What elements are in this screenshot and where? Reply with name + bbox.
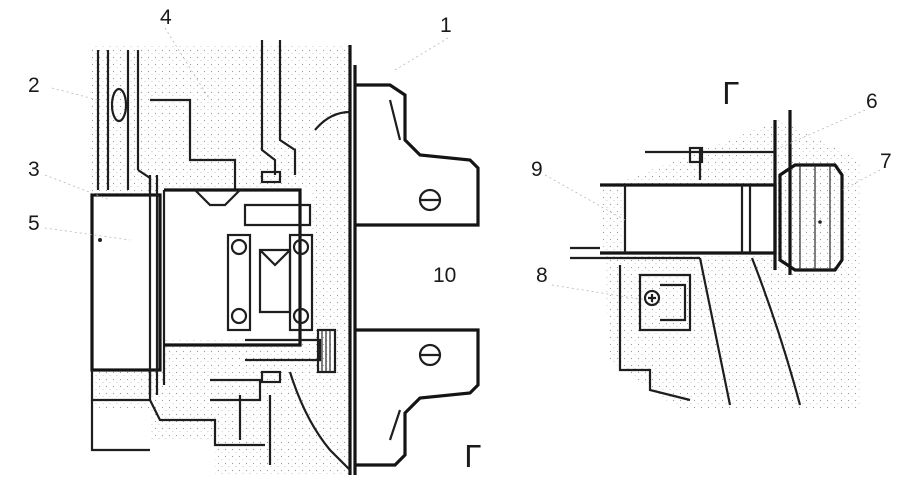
detail-view-g	[570, 110, 860, 410]
label-6: 6	[866, 90, 878, 113]
part-labels: 1 2 3 4 5 6 7 8 9 10 Г Г	[28, 6, 892, 475]
label-10: 10	[433, 264, 456, 287]
label-2: 2	[28, 74, 40, 97]
flange-yoke	[353, 65, 480, 475]
label-8: 8	[536, 264, 548, 287]
label-4: 4	[160, 6, 172, 29]
label-1: 1	[440, 14, 452, 37]
leader-lines	[44, 27, 881, 301]
label-3: 3	[28, 158, 40, 181]
label-9: 9	[531, 158, 543, 181]
label-7: 7	[880, 150, 892, 173]
section-mark-bottom: Г	[464, 440, 482, 475]
section-mark-top: Г	[722, 77, 740, 112]
main-assembly-view	[90, 40, 352, 475]
label-5: 5	[28, 212, 40, 235]
